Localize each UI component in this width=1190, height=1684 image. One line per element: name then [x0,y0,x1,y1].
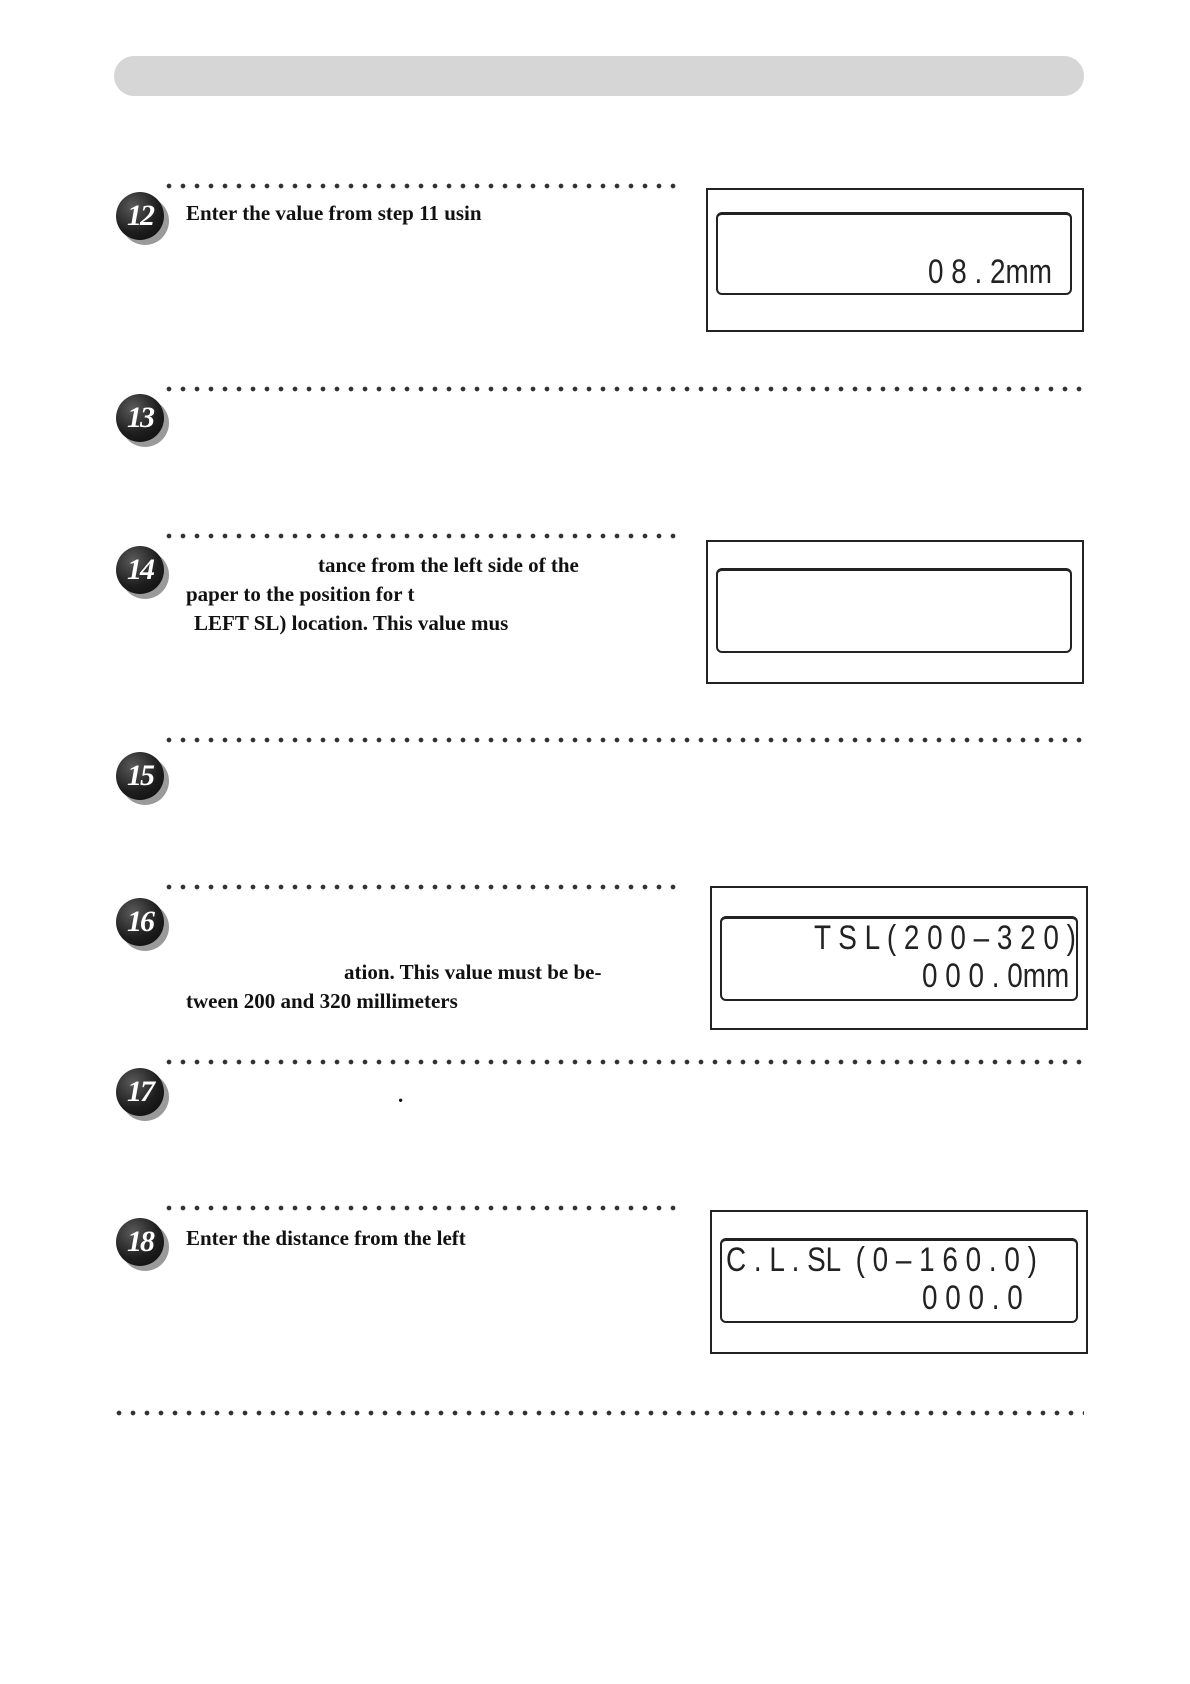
lcd-line-1: C . L . SL ( 0 – 1 6 0 . 0 ) [726,1241,1037,1279]
step-number: 18 [116,1218,164,1266]
lcd-screen: C . L . SL ( 0 – 1 6 0 . 0 ) 0 0 0 . 0 [720,1238,1078,1323]
step-number: 16 [116,898,164,946]
step-separator [162,386,1084,392]
step-instruction: Enter the distance from the left [186,1226,466,1250]
lcd-display: C . L . SL ( 0 – 1 6 0 . 0 ) 0 0 0 . 0 [710,1210,1088,1354]
step-number-badge: 14 [116,546,169,599]
step-number-badge: 18 [116,1218,169,1271]
step-instruction: ation. This value must be be- [344,960,602,984]
step-instruction: LEFT SL) location. This value mus [194,611,509,635]
step-separator [162,183,682,189]
step-number-badge: 16 [116,898,169,951]
step-number-badge: 17 [116,1068,169,1121]
step-number: 14 [116,546,164,594]
step-separator [162,884,682,890]
step-separator [162,737,1084,743]
lcd-line-2: 0 0 0 . 0mm [922,957,1070,995]
lcd-line-2: 0 8 . 2mm [928,253,1052,291]
step-instruction: paper to the position for t [186,582,415,606]
step-number: 15 [116,752,164,800]
step-separator [162,1059,1084,1065]
step-number-badge: 13 [116,394,169,447]
lcd-display: 0 8 . 2mm [706,188,1084,332]
step-number: 12 [116,192,164,240]
lcd-screen: T S L ( 2 0 0 – 3 2 0 ) 0 0 0 . 0mm [720,916,1078,1001]
step-instruction: tween 200 and 320 millimeters [186,989,458,1013]
lcd-line-2: 0 0 0 . 0 [922,1279,1023,1317]
step-separator [162,533,682,539]
step-instruction: tance from the left side of the [318,553,579,577]
lcd-display: T S L ( 2 0 0 – 3 2 0 ) 0 0 0 . 0mm [710,886,1088,1030]
step-instruction: . [398,1083,404,1107]
step-instruction: Enter the value from step 11 usin [186,201,482,225]
header-bar [114,56,1084,96]
step-number: 17 [116,1068,164,1116]
lcd-display [706,540,1084,684]
lcd-line-1: T S L ( 2 0 0 – 3 2 0 ) [814,919,1076,957]
step-number-badge: 12 [116,192,169,245]
lcd-screen: 0 8 . 2mm [716,212,1072,295]
step-number: 13 [116,394,164,442]
page-bottom-separator [112,1410,1084,1416]
step-separator [162,1205,682,1211]
lcd-screen [716,568,1072,653]
step-number-badge: 15 [116,752,169,805]
